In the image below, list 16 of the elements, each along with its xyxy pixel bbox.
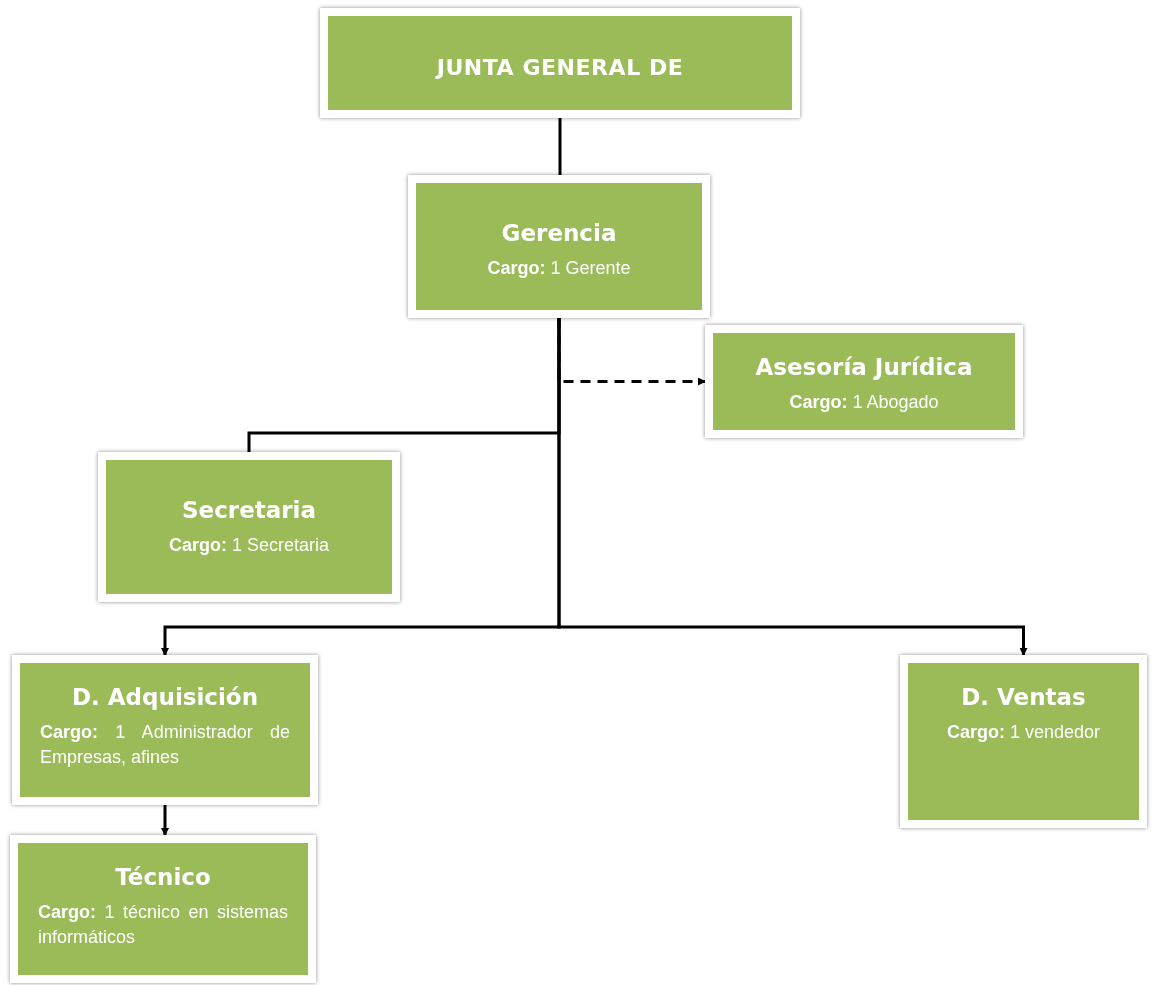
unit-title: D. Adquisición <box>71 683 259 712</box>
position-text: Cargo: 1 Administrador de Empresas, afines <box>40 720 290 769</box>
unit-title: Técnico <box>115 863 211 892</box>
unit-title: JUNTA GENERAL DE <box>436 54 684 82</box>
position-text: Cargo: 1 técnico en sistemas informáticos <box>38 900 288 949</box>
unit-title: D. Ventas <box>961 683 1086 712</box>
unit-title: Secretaria <box>182 496 316 525</box>
position-text: Cargo: 1 Gerente <box>486 256 632 280</box>
position-text: Cargo: 1 Secretaria <box>167 533 331 557</box>
connector-line <box>161 805 169 836</box>
unit-title: Gerencia <box>501 219 617 248</box>
unit-title: Asesoría Jurídica <box>755 353 973 382</box>
connector-line <box>558 118 562 175</box>
position-text: Cargo: 1 vendedor <box>945 720 1102 744</box>
connector-line <box>557 318 1028 656</box>
position-text: Cargo: 1 Abogado <box>788 390 940 414</box>
